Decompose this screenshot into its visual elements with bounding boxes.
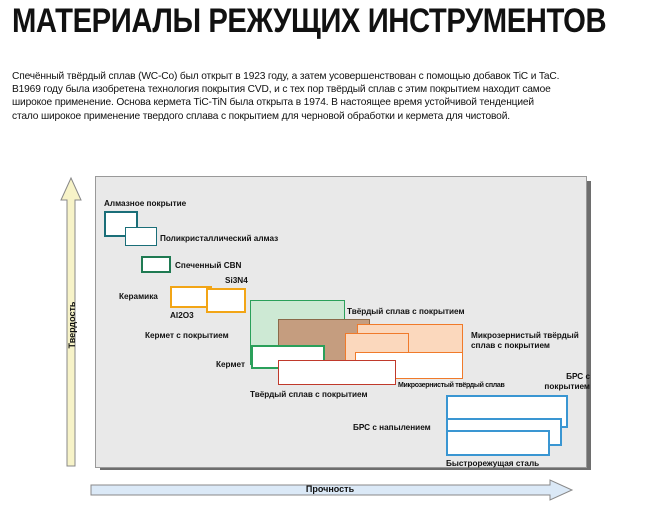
hss-sprayed-label: БРС с напылением — [353, 423, 431, 432]
coated-carbide-bottom-box — [278, 360, 396, 385]
si3n4-label: Si3N4 — [225, 276, 248, 285]
ceramics-si3n4-box — [206, 288, 246, 313]
coated-carbide-top-label: Твёрдый сплав с покрытием — [347, 307, 465, 316]
intro-line: широкое применение. Основа кермета TiC-T… — [12, 97, 534, 109]
pcd-box — [125, 227, 157, 246]
page-title: МАТЕРИАЛЫ РЕЖУЩИХ ИНСТРУМЕНТОВ — [12, 2, 607, 40]
intro-line: В1969 году была изобретена технология по… — [12, 84, 551, 96]
intro-text: Спечённый твёрдый сплав (WC-Co) был откр… — [12, 70, 642, 123]
hardness-axis-arrow — [60, 176, 82, 467]
panel-shadow — [585, 181, 591, 470]
coated-carbide-bottom-label: Твёрдый сплав с покрытием — [250, 390, 368, 399]
hss-coated-text: БРС с покрытием — [544, 372, 590, 391]
hss-coated-label: БРС с покрытием — [520, 372, 590, 392]
cbn-box — [141, 256, 171, 273]
strength-axis-arrow — [90, 479, 574, 501]
intro-line: Спечённый твёрдый сплав (WC-Co) был откр… — [12, 71, 560, 82]
intro-line: стало широкое применение твердого сплава… — [12, 110, 510, 122]
micrograin-coated-text: Микрозернистый твёрдый сплав с покрытием — [471, 331, 579, 350]
hardness-axis-label: Твердость — [67, 301, 77, 349]
pcd-label: Поликристаллический алмаз — [160, 234, 279, 243]
ceramics-label: Керамика — [119, 292, 158, 301]
hss-box — [446, 430, 550, 456]
diamond-coating-label: Алмазное покрытие — [104, 199, 187, 208]
coated-cermet-label: Кермет с покрытием — [145, 331, 229, 340]
micrograin-label: Микрозернистый твёрдый сплав — [398, 382, 505, 389]
cermet-label: Кермет — [216, 360, 245, 369]
micrograin-coated-label: Микрозернистый твёрдый сплав с покрытием — [471, 331, 581, 351]
al2o3-label: Al2O3 — [170, 311, 194, 320]
strength-axis-label: Прочность — [305, 484, 355, 494]
cbn-label: Спеченный CBN — [175, 261, 242, 270]
hss-label: Быстрорежущая сталь — [446, 459, 540, 468]
